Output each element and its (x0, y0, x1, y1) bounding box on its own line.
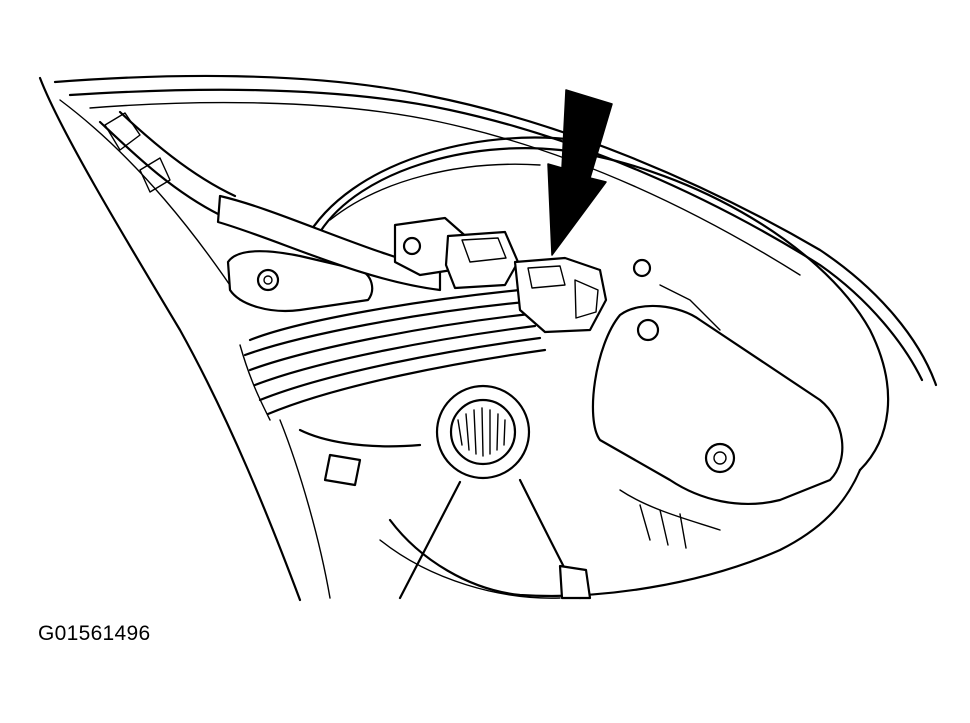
left-spoke (279, 419, 422, 599)
upper-connector-block (393, 216, 520, 290)
lower-spoke (398, 478, 721, 600)
wire-harness-sleeve (98, 110, 442, 292)
right-spoke-plate (591, 258, 844, 506)
pointer-arrow (547, 89, 613, 256)
splined-shaft (435, 384, 531, 480)
left-mount-bracket (226, 250, 374, 312)
hub-ring (303, 136, 890, 599)
figure-id-label: G01561496 (38, 622, 151, 645)
clockspring-connector (513, 256, 608, 334)
wheel-cover-outline (38, 74, 938, 602)
wire-bundle (239, 288, 547, 421)
